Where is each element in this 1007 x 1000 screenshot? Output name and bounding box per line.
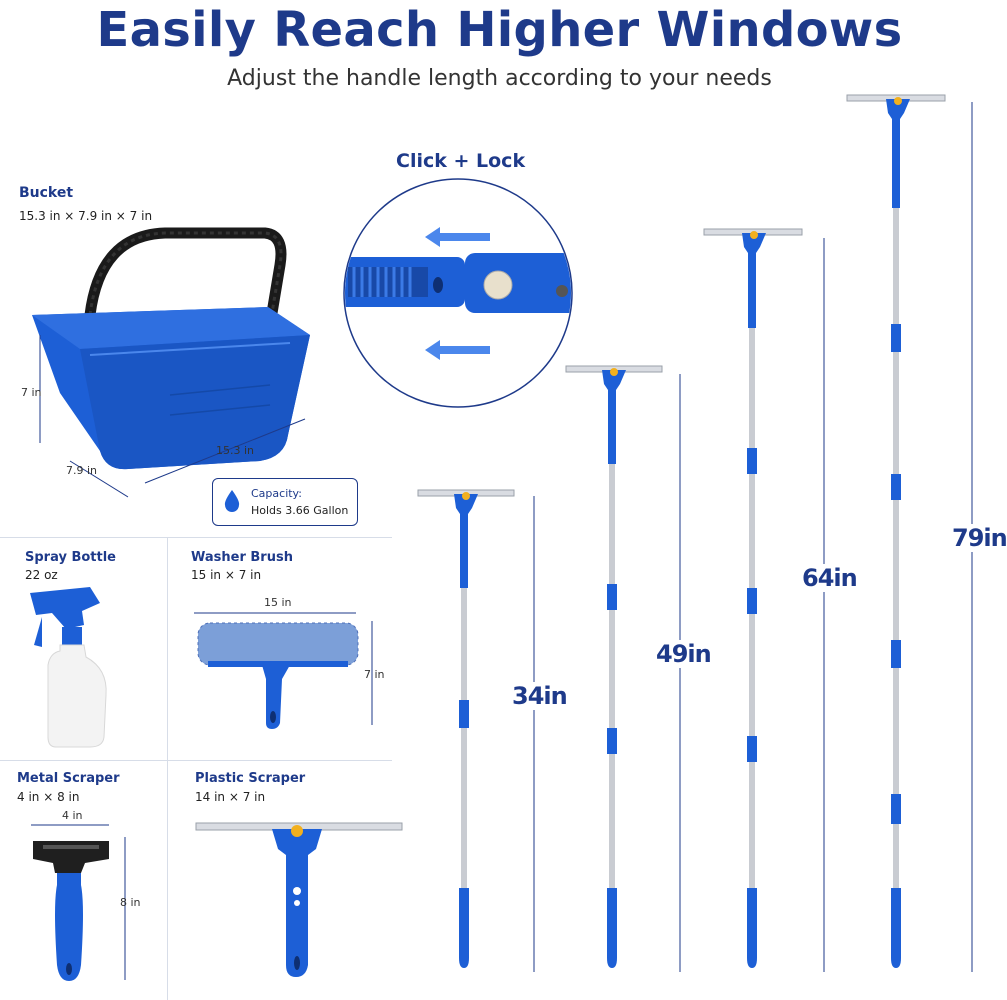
bucket-height: 7 in — [21, 386, 42, 399]
bucket-name: Bucket — [19, 185, 74, 201]
plastic-scraper-illustration — [195, 822, 403, 977]
washer-height: 7 in — [364, 668, 385, 681]
bucket-illustration — [32, 227, 310, 498]
pole-lengths-illustration — [417, 94, 973, 972]
metal-scraper-width: 4 in — [62, 809, 83, 822]
plastic-scraper-name: Plastic Scraper — [195, 771, 306, 786]
metal-scraper-size: 4 in × 8 in — [17, 790, 80, 804]
washer-size: 15 in × 7 in — [191, 568, 262, 582]
washer-name: Washer Brush — [191, 550, 293, 565]
pole-49-label: 49in — [656, 640, 712, 668]
water-drop-icon — [224, 490, 240, 512]
bucket-size: 15.3 in × 7.9 in × 7 in — [19, 209, 153, 223]
pole-34-label: 34in — [512, 682, 568, 710]
plastic-scraper-size: 14 in × 7 in — [195, 790, 266, 804]
divider — [0, 760, 392, 761]
spray-size: 22 oz — [25, 568, 58, 582]
spray-bottle-illustration — [30, 587, 107, 748]
page-subtitle: Adjust the handle length according to yo… — [227, 66, 772, 91]
washer-width: 15 in — [264, 596, 292, 609]
capacity-badge: Capacity: Holds 3.66 Gallon — [212, 478, 358, 526]
metal-scraper-height: 8 in — [120, 896, 141, 909]
washer-brush-illustration — [194, 612, 373, 729]
lock-label: Click + Lock — [396, 150, 526, 172]
pole-49in — [565, 365, 681, 972]
spray-name: Spray Bottle — [25, 550, 116, 565]
divider — [0, 537, 392, 538]
metal-scraper-name: Metal Scraper — [17, 771, 120, 786]
pole-64-label: 64in — [802, 564, 858, 592]
capacity-value: Holds 3.66 Gallon — [251, 504, 349, 517]
page-title: Easily Reach Higher Windows — [96, 2, 903, 58]
pole-64in — [703, 228, 825, 972]
bucket-width: 15.3 in — [216, 444, 255, 457]
metal-scraper-illustration — [31, 824, 126, 981]
pole-79-label: 79in — [952, 524, 1007, 552]
pole-34in — [417, 489, 535, 972]
lock-detail-illustration — [343, 178, 573, 408]
capacity-label: Capacity: — [251, 487, 302, 500]
bucket-depth: 7.9 in — [66, 464, 98, 477]
divider — [167, 537, 168, 1000]
